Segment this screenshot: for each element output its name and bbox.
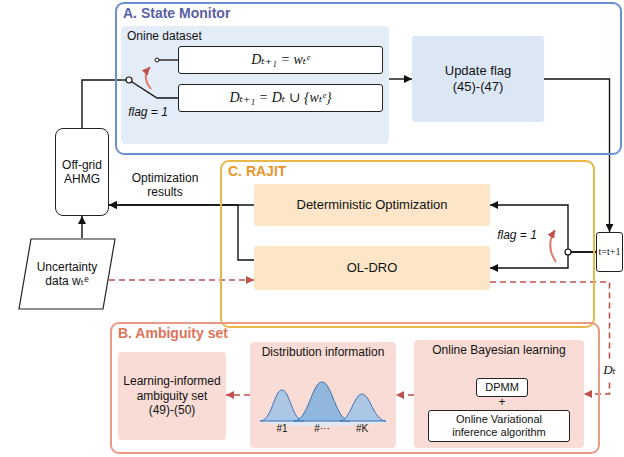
connector-arrow xyxy=(81,216,82,238)
box-text: t=t+1 xyxy=(599,246,621,258)
process-box: Update flag(45)-(47) xyxy=(412,36,544,122)
box-text: OL-DRO xyxy=(347,260,398,276)
box-text: Uncertainty data wₜᵉ xyxy=(32,260,102,289)
ambiguity-panel: B. Ambiguity setLearning-informed ambigu… xyxy=(110,322,600,454)
dashed-connector xyxy=(396,394,414,396)
distribution-peak xyxy=(340,394,386,421)
switch-label: flag = 1 xyxy=(497,229,537,242)
box-title: Online Bayesian learning xyxy=(420,343,578,357)
box-title: Onine dataset xyxy=(127,29,383,43)
box-text: Deterministic Optimization xyxy=(297,197,448,213)
step-box: t=t+1 xyxy=(596,232,623,272)
panel-title: A. State Monitor xyxy=(123,5,614,22)
box-text: DPMM xyxy=(485,381,519,394)
switch-contact xyxy=(155,58,159,62)
dashed-connector xyxy=(109,279,254,281)
switch-arrow xyxy=(550,230,556,262)
connector-arrow xyxy=(109,205,254,260)
edge-label: Optimization results xyxy=(123,171,207,200)
formula-box: Dₜ₊₁ = Dₜ ∪ {wₜᵉ} xyxy=(178,84,383,112)
switch-pivot xyxy=(565,249,571,255)
process-box: Online Bayesian learningDPMM Online Varia… xyxy=(414,340,584,448)
panel-title: C. RAJIT xyxy=(228,163,587,180)
switch-arrow xyxy=(146,67,151,89)
dashed-connector xyxy=(226,394,250,396)
box-text: Update flag xyxy=(445,63,512,79)
cluster-label: #··· xyxy=(314,423,330,434)
cluster-label: #1 xyxy=(276,423,287,434)
dataset-box: Onine datasetDₜ₊₁ = wₜᵉDₜ₊₁ = Dₜ ∪ {wₜᵉ} xyxy=(121,26,389,144)
switch-label: flag = 1 xyxy=(497,229,537,242)
edge-label: Dₜ xyxy=(601,361,618,379)
box-text: Online Variational inference algorithm xyxy=(433,413,565,439)
cluster-label: #K xyxy=(356,423,368,434)
rajit-panel: C. RAJIT Deterministic OptimizationOL-DRO xyxy=(220,160,595,328)
method-box: Online Variational inference algorithm xyxy=(428,410,570,442)
plus-sign: + xyxy=(498,396,505,409)
parallelogram-shape xyxy=(19,239,115,309)
formula-box: Dₜ₊₁ = wₜᵉ xyxy=(178,46,383,74)
box-text: (45)-(47) xyxy=(453,79,504,95)
connector-arrow xyxy=(544,79,610,232)
switch-symbol xyxy=(550,230,556,262)
edge-label: Optimization results xyxy=(121,170,209,201)
process-box: Learning-informed ambiguity set(49)-(50) xyxy=(118,352,226,440)
method-box: DPMM xyxy=(476,378,528,397)
box-text: (49)-(50) xyxy=(149,403,196,417)
edge-label: Dₜ xyxy=(603,362,616,378)
process-box: Deterministic Optimization xyxy=(254,184,490,226)
switch-contact xyxy=(157,59,178,60)
box-text: Learning-informed ambiguity set xyxy=(122,374,222,403)
switch-arm xyxy=(129,80,178,98)
distribution-peak xyxy=(294,382,350,421)
system-box: Off-grid AHMG xyxy=(55,128,109,216)
switch-label: flag = 1 xyxy=(128,106,168,119)
plus-sign: + xyxy=(498,396,505,409)
connector-arrow xyxy=(389,78,412,79)
process-box: OL-DRO xyxy=(254,246,490,290)
cluster-label: #1 xyxy=(276,423,287,434)
connector-arrow xyxy=(490,205,596,252)
data-parallelogram: Uncertainty data wₜᵉ xyxy=(18,238,116,310)
cluster-label: #K xyxy=(356,423,368,434)
box-text: Off-grid AHMG xyxy=(60,158,104,187)
connector-arrow xyxy=(490,252,596,268)
box-text: Dₜ₊₁ = wₜᵉ xyxy=(251,52,310,69)
state-monitor-panel: A. State Monitor Onine datasetDₜ₊₁ = wₜᵉ… xyxy=(115,2,622,155)
cluster-label: #··· xyxy=(314,423,330,434)
switch-label: flag = 1 xyxy=(128,106,168,119)
box-title: Distribution information xyxy=(256,345,390,359)
distribution-peak xyxy=(260,390,304,421)
switch-pivot xyxy=(126,77,132,83)
box-text: Dₜ₊₁ = Dₜ ∪ {wₜᵉ} xyxy=(229,90,331,107)
